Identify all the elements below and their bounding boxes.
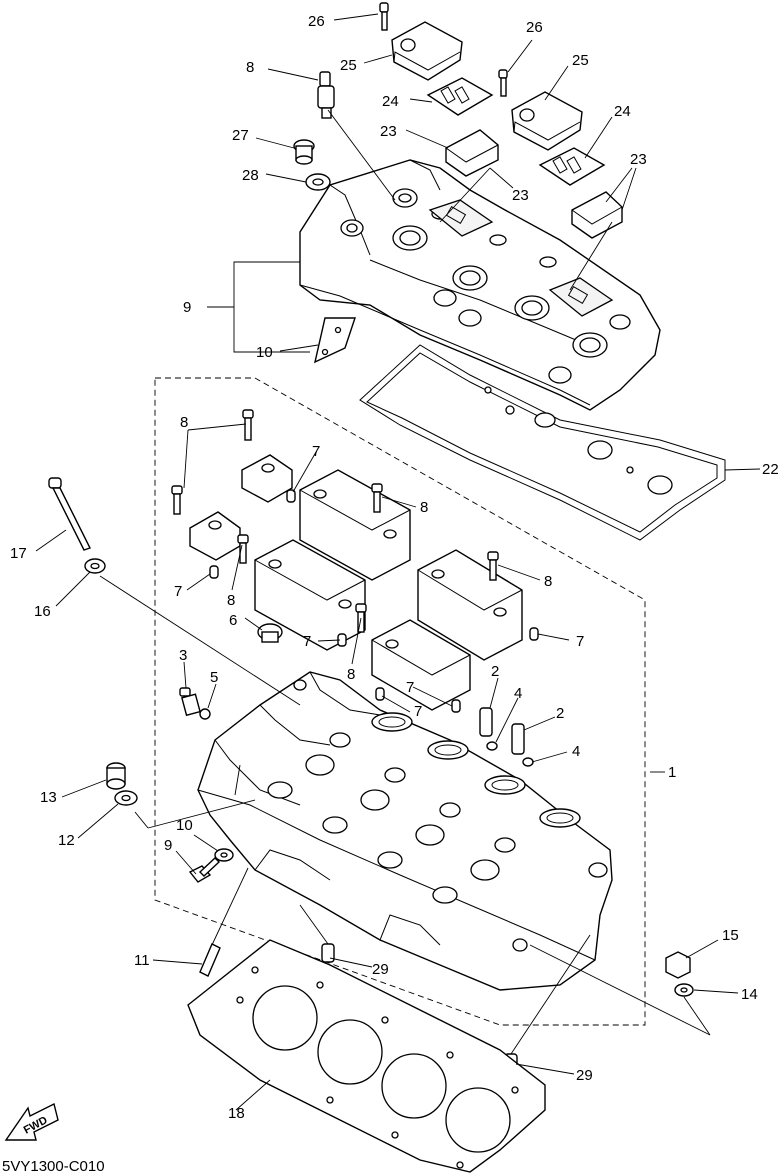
part-label-24: 24 — [614, 103, 631, 120]
part-label-23: 23 — [512, 187, 529, 204]
dowel-pins-7 — [209, 489, 539, 713]
part-label-4: 4 — [514, 685, 522, 702]
part-label-18: 8 — [246, 59, 254, 76]
part-label-24: 24 — [382, 93, 399, 110]
part-label-13: 13 — [40, 789, 57, 806]
part-label-7: 7 — [576, 633, 584, 650]
reed-valve-cover-25-right — [511, 91, 583, 151]
part-label-7: 7 — [312, 443, 320, 460]
part-label-7: 7 — [303, 633, 311, 650]
plug-2-right — [511, 723, 525, 755]
bolt-27 — [293, 139, 315, 165]
plug-2-left — [479, 707, 493, 737]
part-label-29: 29 — [372, 961, 389, 978]
spark-plug-18 — [317, 71, 335, 119]
part-label-3: 3 — [179, 647, 187, 664]
part-label-26: 26 — [308, 13, 325, 30]
drawing-code: 5VY1300-C010 — [2, 1158, 105, 1175]
part-label-4: 4 — [572, 743, 580, 760]
part-label-15: 15 — [722, 927, 739, 944]
bolt-9 — [188, 857, 221, 883]
part-label-25: 25 — [340, 57, 357, 74]
o-ring-5 — [199, 708, 211, 720]
part-label-11: 11 — [134, 952, 150, 969]
reed-valve-cover-25-left — [391, 21, 463, 81]
washer-10 — [214, 848, 234, 862]
part-number-labels: 26 25 26 25 24 24 23 23 23 8 27 28 9 10 … — [10, 13, 779, 1122]
o-ring-4-right — [522, 757, 534, 767]
bolt-26-left — [379, 2, 389, 31]
part-label-23: 23 — [630, 151, 647, 168]
part-label-2: 2 — [491, 663, 499, 680]
washer-14 — [674, 983, 694, 997]
washer-12 — [114, 790, 138, 806]
part-label-27: 27 — [232, 127, 249, 144]
dowel-29-a — [321, 943, 335, 963]
part-label-26: 26 — [526, 19, 543, 36]
cylinder-head-cover — [299, 159, 661, 411]
part-label-6: 6 — [229, 612, 237, 629]
part-label-2: 2 — [556, 705, 564, 722]
cylinder-head-cover-gasket — [359, 344, 726, 541]
stud-11 — [199, 943, 221, 977]
reed-valve-23-a — [445, 129, 499, 177]
reed-valve-23-b — [571, 191, 623, 239]
part-label-7: 7 — [414, 703, 422, 720]
part-label-28: 28 — [242, 167, 259, 184]
part-label-19: 18 — [228, 1105, 245, 1122]
cylinder-head — [197, 671, 613, 991]
part-label-5: 5 — [210, 669, 218, 686]
washer-16 — [84, 558, 106, 574]
bolt-26-right — [498, 69, 508, 97]
o-ring-4-left — [486, 741, 498, 751]
nut-15 — [665, 951, 691, 979]
part-label-7: 7 — [174, 583, 182, 600]
gasket-24-right — [538, 147, 606, 186]
forward-direction-indicator: FWD — [4, 1102, 59, 1141]
part-label-7: 7 — [406, 679, 414, 696]
part-label-16: 16 — [34, 603, 51, 620]
part-label-23: 23 — [380, 123, 397, 140]
part-label-17: 17 — [10, 545, 27, 562]
part-label-9: 9 — [164, 837, 172, 854]
part-label-25: 25 — [572, 52, 589, 69]
grommet-28 — [305, 173, 331, 191]
part-label-22: 22 — [762, 461, 779, 478]
leader-lines — [35, 13, 761, 1111]
plug-6 — [257, 623, 283, 643]
part-label-10: 10 — [176, 817, 193, 834]
cam-cap-bolts-8 — [171, 409, 499, 633]
part-label-29: 29 — [576, 1067, 593, 1084]
camshaft-caps — [189, 454, 523, 711]
stud-3 — [179, 687, 201, 717]
part-label-20: 9 — [183, 299, 191, 316]
gasket-24-left — [426, 77, 494, 116]
part-label-12: 12 — [58, 832, 75, 849]
cylinder-head-gasket — [187, 939, 546, 1173]
part-label-8: 8 — [227, 592, 235, 609]
part-label-8: 8 — [544, 573, 552, 590]
part-label-1: 1 — [668, 764, 676, 781]
part-label-8: 8 — [180, 414, 188, 431]
cylinder-head-assembly-boundary — [154, 377, 646, 1026]
part-label-21: 10 — [256, 344, 273, 361]
part-label-8: 8 — [347, 666, 355, 683]
part-label-8: 8 — [420, 499, 428, 516]
part-label-14: 14 — [741, 986, 758, 1003]
nut-13 — [106, 762, 126, 790]
bolt-17 — [48, 477, 91, 551]
